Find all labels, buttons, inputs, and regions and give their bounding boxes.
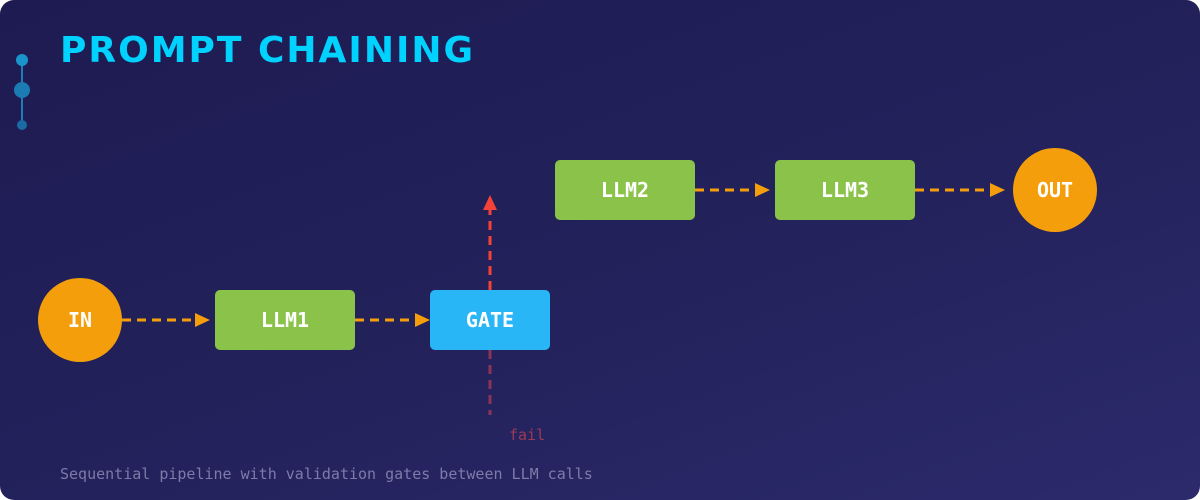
arrowhead-icon [415, 313, 430, 327]
chain-icon [14, 54, 30, 130]
edge-in-llm1 [122, 313, 210, 327]
arrowhead-icon [990, 183, 1005, 197]
output-node: OUT [1013, 148, 1097, 232]
arrowhead-icon [195, 313, 210, 327]
edge-llm2-llm3 [695, 183, 770, 197]
arrowhead-icon [483, 195, 497, 210]
llm3-node: LLM3 [775, 160, 915, 220]
llm1-node: LLM1 [215, 290, 355, 350]
edge-gate-pass [483, 195, 497, 290]
edge-llm3-out [915, 183, 1005, 197]
arrowhead-icon [755, 183, 770, 197]
llm2-node: LLM2 [555, 160, 695, 220]
input-node: IN [38, 278, 122, 362]
diagram-caption: Sequential pipeline with validation gate… [60, 465, 593, 483]
edge-llm1-gate [355, 313, 430, 327]
gate-node: GATE [430, 290, 550, 350]
page-title: PROMPT CHAINING [60, 30, 476, 71]
fail-label: fail [509, 426, 546, 444]
